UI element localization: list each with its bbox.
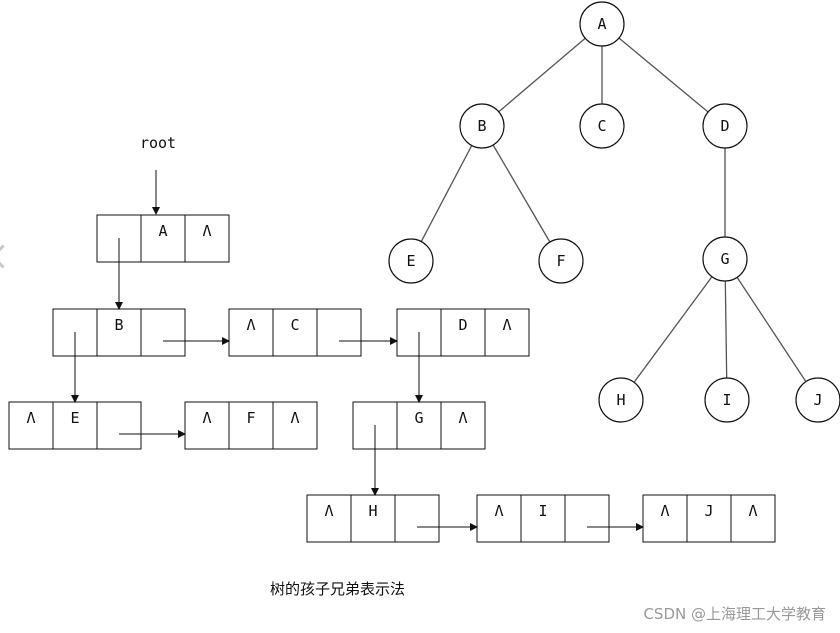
null-pointer-label: Λ <box>202 409 211 427</box>
tree-node-J: J <box>795 377 840 423</box>
record-cell-data <box>686 494 732 543</box>
tree-edge-G-H <box>633 276 713 383</box>
tree-node-circle <box>538 238 584 284</box>
record-cell-nextsibling <box>564 494 610 543</box>
tree-node-circle <box>459 103 505 149</box>
record-cell-data <box>140 214 186 263</box>
tree-edge-G-J <box>736 277 807 382</box>
record-B: B <box>52 308 186 357</box>
record-cell-data <box>396 401 442 450</box>
tree-node-circle <box>702 236 748 282</box>
null-pointer-label: Λ <box>458 409 467 427</box>
tree-node-label: D <box>720 117 729 135</box>
record-cell-data <box>52 401 98 450</box>
tree-edge-B-E <box>420 145 473 242</box>
tree-node-H: H <box>598 377 644 423</box>
record-data-label: I <box>538 502 547 520</box>
tree-node-label: C <box>597 117 606 135</box>
tree-node-circle <box>579 1 625 47</box>
record-cell-data <box>228 401 274 450</box>
tree-edge-G-I <box>724 280 728 379</box>
tree-node-circle <box>579 103 625 149</box>
null-pointer-label: Λ <box>748 502 757 520</box>
record-cell-nextsibling <box>484 308 530 357</box>
tree-node-circle <box>388 238 434 284</box>
record-cell-nextsibling <box>184 214 230 263</box>
tree-node-G: G <box>702 236 748 282</box>
record-cell-nextsibling <box>440 401 486 450</box>
record-data-label: H <box>368 502 377 520</box>
record-cell-nextsibling <box>96 401 142 450</box>
record-data-label: A <box>158 222 167 240</box>
root-label: root <box>140 134 176 152</box>
null-pointer-label: Λ <box>502 316 511 334</box>
tree-node-F: F <box>538 238 584 284</box>
tree-node-label: E <box>406 252 415 270</box>
record-cell-data <box>350 494 396 543</box>
pointer-arrows <box>71 238 644 531</box>
record-cell-nextsibling <box>140 308 186 357</box>
tree-node-label: G <box>720 250 729 268</box>
tree-node-I: I <box>704 377 750 423</box>
null-pointer-label: Λ <box>324 502 333 520</box>
record-cell-nextsibling <box>730 494 776 543</box>
tree-node-D: D <box>702 103 748 149</box>
null-pointer-label: Λ <box>202 222 211 240</box>
tree-node-label: A <box>597 15 606 33</box>
tree-edge-B-F <box>492 144 551 243</box>
tree-node-circle <box>795 377 840 423</box>
tree-node-E: E <box>388 238 434 284</box>
tree-edge-A-D <box>618 37 709 113</box>
tree-node-label: F <box>556 252 565 270</box>
record-data-label: B <box>114 316 123 334</box>
record-data-label: J <box>704 502 713 520</box>
record-cell-firstchild <box>228 308 274 357</box>
record-cell-firstchild <box>8 401 54 450</box>
null-pointer-label: Λ <box>494 502 503 520</box>
record-cell-firstchild <box>476 494 522 543</box>
record-data-label: E <box>70 409 79 427</box>
figure-caption: 树的孩子兄弟表示法 <box>270 580 406 598</box>
null-pointer-label: Λ <box>660 502 669 520</box>
tree-node-circle <box>702 103 748 149</box>
tree-node-B: B <box>459 103 505 149</box>
tree-node-circle <box>704 377 750 423</box>
record-cell-nextsibling <box>316 308 362 357</box>
null-pointer-label: Λ <box>26 409 35 427</box>
null-pointer-label: Λ <box>290 409 299 427</box>
tree-node-label: J <box>813 391 822 409</box>
null-pointer-label: Λ <box>246 316 255 334</box>
record-data-label: D <box>458 316 467 334</box>
tree-node-C: C <box>579 103 625 149</box>
record-cell-firstchild <box>306 494 352 543</box>
tree-node-A: A <box>579 1 625 47</box>
tree-node-circle <box>598 377 644 423</box>
record-cell-data <box>440 308 486 357</box>
record-cell-nextsibling <box>394 494 440 543</box>
tree-node-label: B <box>477 117 486 135</box>
tree-node-label: H <box>616 391 625 409</box>
watermark: CSDN @上海理工大学教育 <box>643 605 826 623</box>
tree-edge-A-B <box>498 37 586 113</box>
record-cell-nextsibling <box>272 401 318 450</box>
record-data-label: F <box>246 409 255 427</box>
record-data-label: C <box>290 316 299 334</box>
tree-node-label: I <box>722 391 731 409</box>
tree-diagram: A B C D E F G H I J <box>388 1 840 423</box>
record-cell-data <box>520 494 566 543</box>
record-cell-data <box>272 308 318 357</box>
record-data-label: G <box>414 409 423 427</box>
record-cell-data <box>96 308 142 357</box>
